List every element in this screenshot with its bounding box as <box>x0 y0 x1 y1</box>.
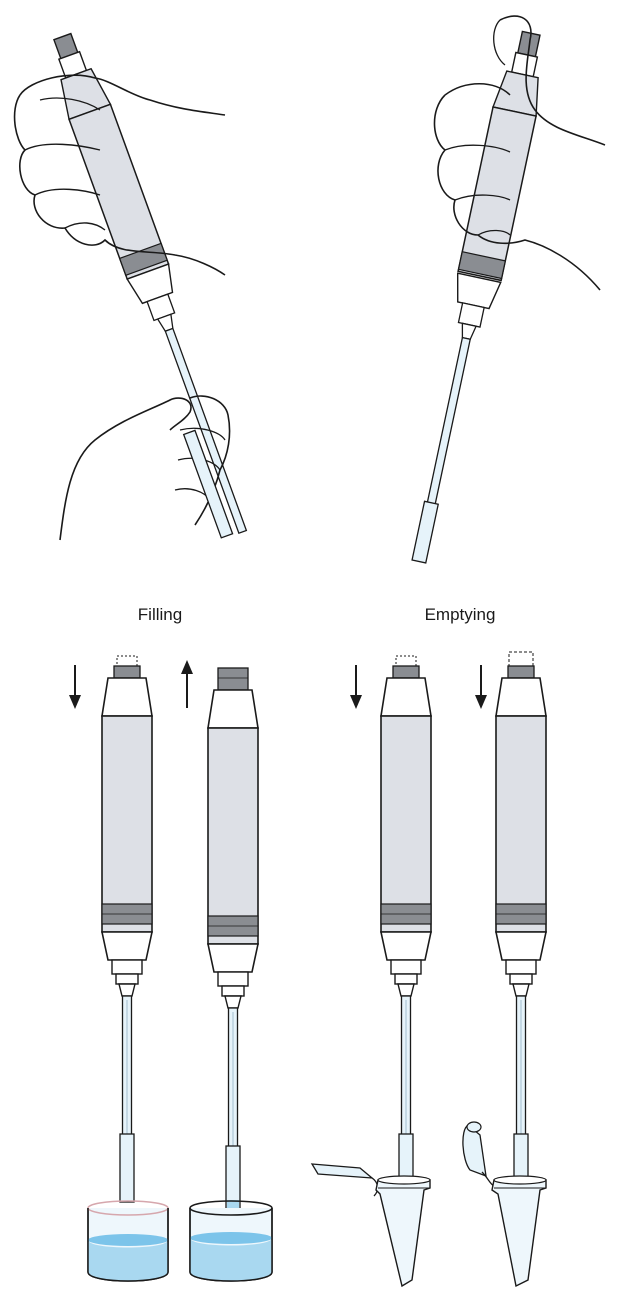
pipette-emptying-fully-pressed <box>496 652 546 1184</box>
arrow-down-icon <box>475 665 487 709</box>
arrow-down-icon <box>69 665 81 709</box>
arrow-up-icon <box>181 660 193 708</box>
pipette-filling-pressed <box>102 656 152 1202</box>
arrow-down-icon <box>350 665 362 709</box>
pipette-emptying-pressed <box>381 656 431 1184</box>
beaker-left <box>88 1201 168 1281</box>
microtube-left <box>312 1164 430 1286</box>
top-right-hand-pipette <box>397 16 605 566</box>
microtube-right <box>463 1122 546 1286</box>
pipette-filling-released <box>208 668 258 1236</box>
top-left-hand-pipette <box>15 29 264 540</box>
beaker-right <box>190 1201 272 1281</box>
